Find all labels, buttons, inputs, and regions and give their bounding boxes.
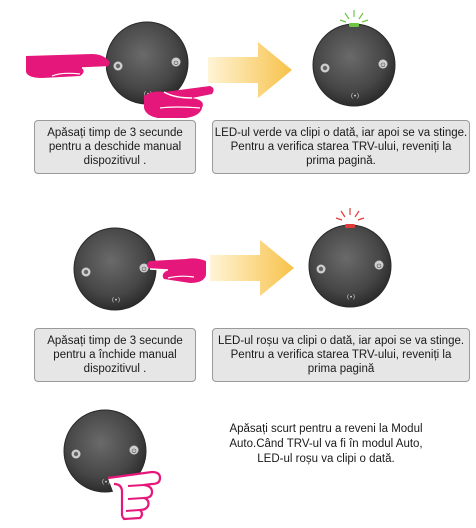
left-button-icon[interactable] [71,449,81,459]
hand-outline-pointer [107,470,162,521]
result-caption-2: LED-ul roșu va clipi o dată, iar apoi se… [212,328,470,382]
svg-text:⏻: ⏻ [381,62,386,69]
result-caption-1: LED-ul verde va clipi o dată, iar apoi s… [212,120,470,174]
svg-text:(•): (•) [112,297,120,304]
wifi-icon[interactable]: (•) [112,297,120,304]
svg-text:⏻: ⏻ [132,448,137,455]
wifi-icon[interactable]: (•) [102,479,110,486]
led-glow-icon [335,208,365,221]
hand-pointer-bottom [144,86,214,118]
left-button-icon[interactable] [320,63,330,73]
svg-text:(•): (•) [347,294,355,301]
wifi-icon[interactable]: (•) [351,93,359,100]
trv-device-step1-result: ⏻ (•) [312,10,396,107]
trv-device-step2: ⏻ (•) [73,227,157,311]
power-icon[interactable]: ⏻ [129,445,139,456]
led-glow-icon [339,10,369,23]
svg-text:⏻: ⏻ [142,266,147,273]
result-caption-3: Apăsați scurt pentru a reveni la Modul A… [229,422,423,465]
left-button-icon[interactable] [81,267,91,277]
power-icon[interactable]: ⏻ [378,59,388,70]
power-icon[interactable]: ⏻ [374,260,384,271]
power-icon[interactable]: ⏻ [139,263,149,274]
hand-pointer-right [147,258,206,283]
instruction-caption-1: Apăsați timp de 3 secunde pentru a desch… [34,120,196,174]
trv-device-step3: ⏻ (•) [63,409,147,493]
power-icon[interactable]: ⏻ [171,57,181,68]
left-button-icon[interactable] [316,264,326,274]
wifi-icon[interactable]: (•) [347,294,355,301]
instruction-caption-2: Apăsați timp de 3 secunde pentru a închi… [34,328,196,382]
arrow-right-icon [208,42,292,98]
left-button-icon[interactable] [113,61,123,71]
svg-text:⏻: ⏻ [377,263,382,270]
svg-text:(•): (•) [102,479,110,486]
hand-pointer-left [26,54,110,78]
svg-text:⏻: ⏻ [174,60,179,67]
arrow-right-icon [210,240,294,296]
trv-device-step2-result: ⏻ (•) [308,208,392,308]
svg-text:(•): (•) [351,93,359,100]
